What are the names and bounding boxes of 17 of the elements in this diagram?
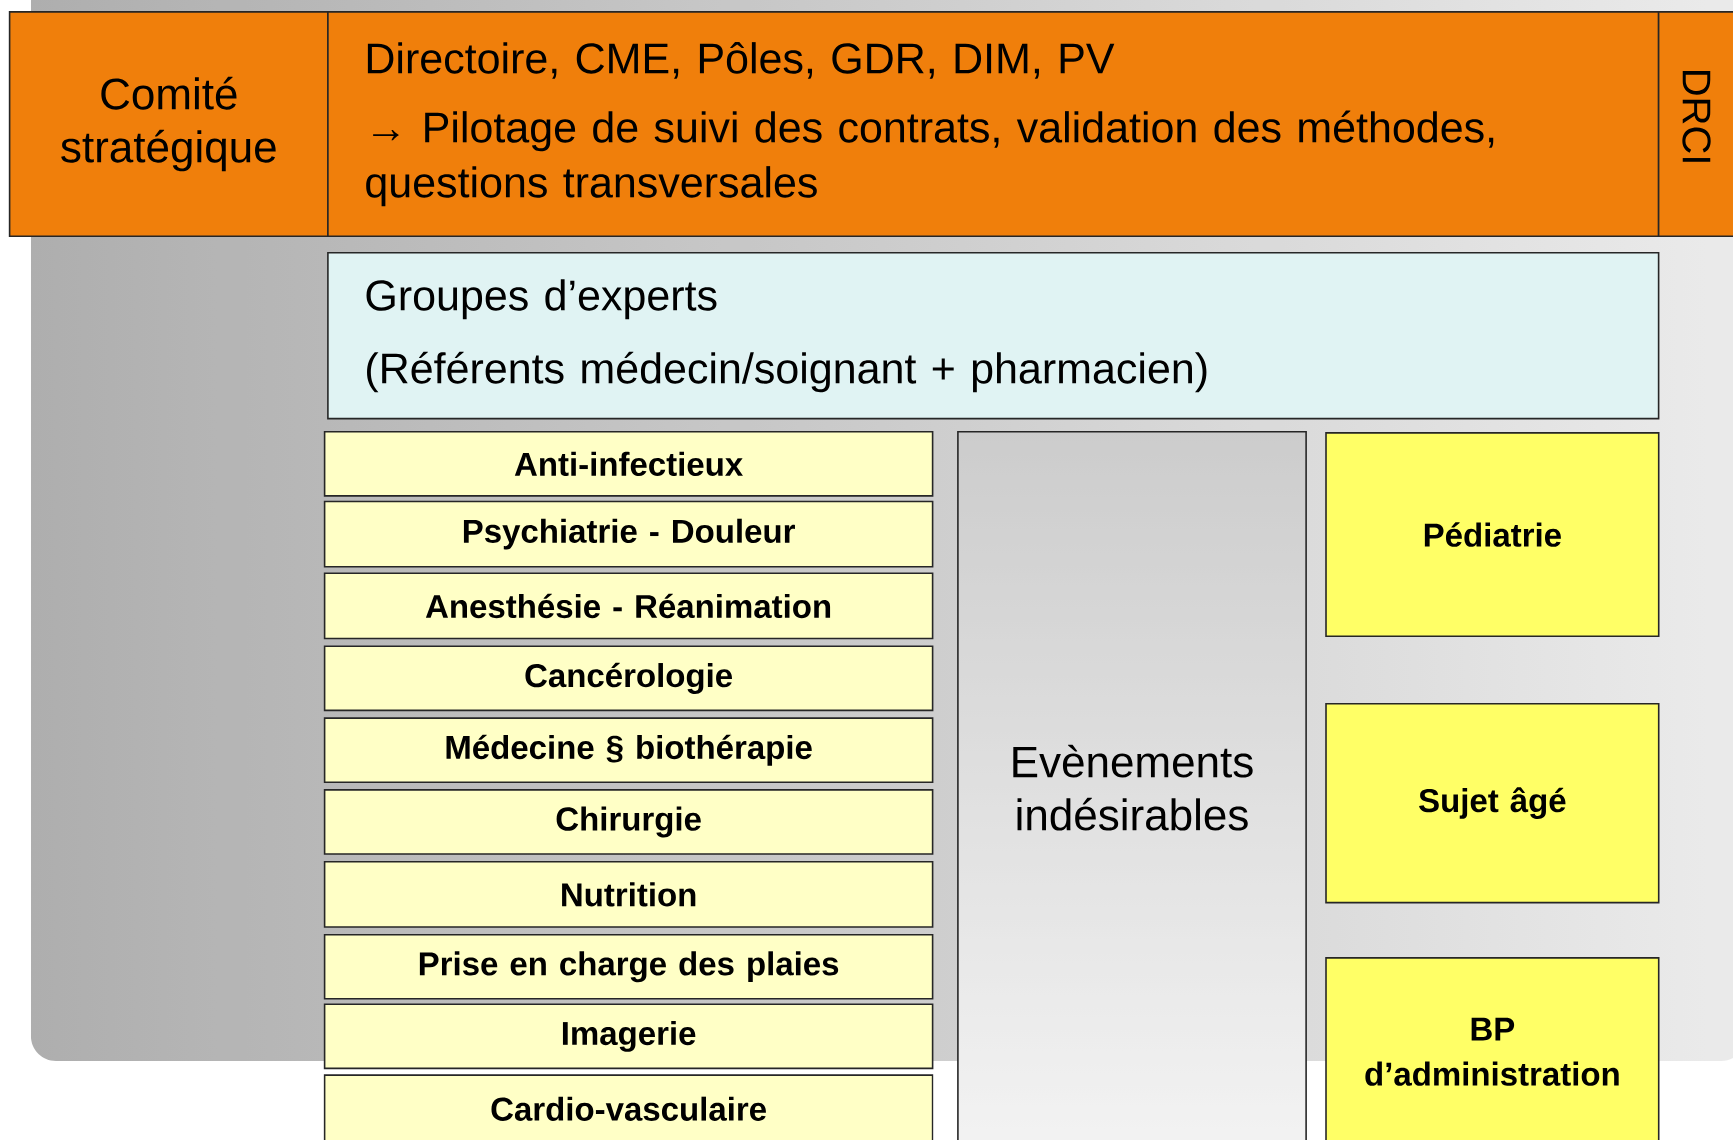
- expert-groups-box: Groupes d’experts (Référents médecin/soignant + pharmacien): [327, 252, 1660, 420]
- specialty-box: Chirurgie: [323, 789, 934, 855]
- theme-box: Pédiatrie: [1325, 432, 1660, 638]
- specialty-box: Nutrition: [323, 861, 934, 928]
- events-box: Evènements indésirables: [957, 431, 1307, 1140]
- specialty-box: Cancérologie: [323, 645, 934, 712]
- specialty-box: Médecine § biothérapie: [323, 717, 934, 783]
- specialty-box: Anesthésie - Réanimation: [323, 572, 934, 640]
- specialty-box: Cardio-vasculaire: [323, 1074, 934, 1140]
- committee-cell: Comité stratégique: [8, 11, 329, 238]
- theme-box: Sujet âgé: [1325, 702, 1660, 904]
- side-cell: DRCI: [1657, 11, 1733, 238]
- specialty-box: Imagerie: [323, 1003, 934, 1070]
- specialty-box: Psychiatrie - Douleur: [323, 500, 934, 568]
- specialty-box: Anti-infectieux: [323, 431, 934, 497]
- specialty-box: Prise en charge des plaies: [323, 933, 934, 1000]
- theme-box: BP d’administration: [1325, 957, 1660, 1140]
